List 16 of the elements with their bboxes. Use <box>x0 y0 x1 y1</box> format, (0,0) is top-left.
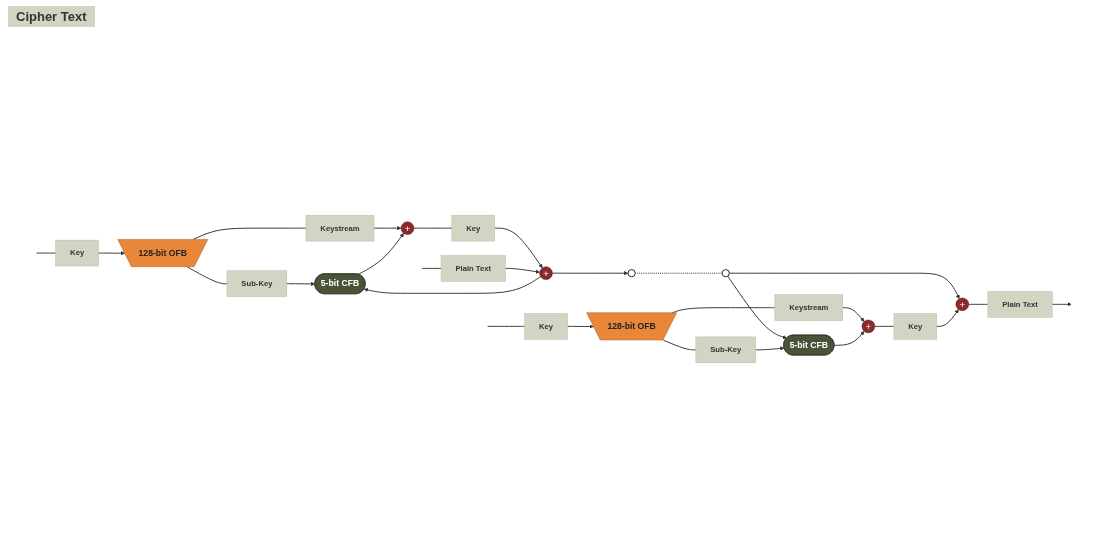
node-circle <box>721 269 730 278</box>
connector <box>634 272 723 274</box>
connector <box>487 325 526 327</box>
label-text: Cipher Text <box>8 6 95 27</box>
connector <box>421 267 442 269</box>
connector <box>186 266 228 285</box>
connector <box>662 339 697 351</box>
node-circle: + <box>955 297 969 311</box>
connector <box>968 303 989 305</box>
node-circle <box>627 269 636 278</box>
connector <box>874 325 895 327</box>
node-circle: + <box>539 266 553 280</box>
node-circle: + <box>861 319 875 333</box>
connector <box>192 227 307 241</box>
connector <box>413 227 453 229</box>
node-circle: + <box>400 221 415 235</box>
